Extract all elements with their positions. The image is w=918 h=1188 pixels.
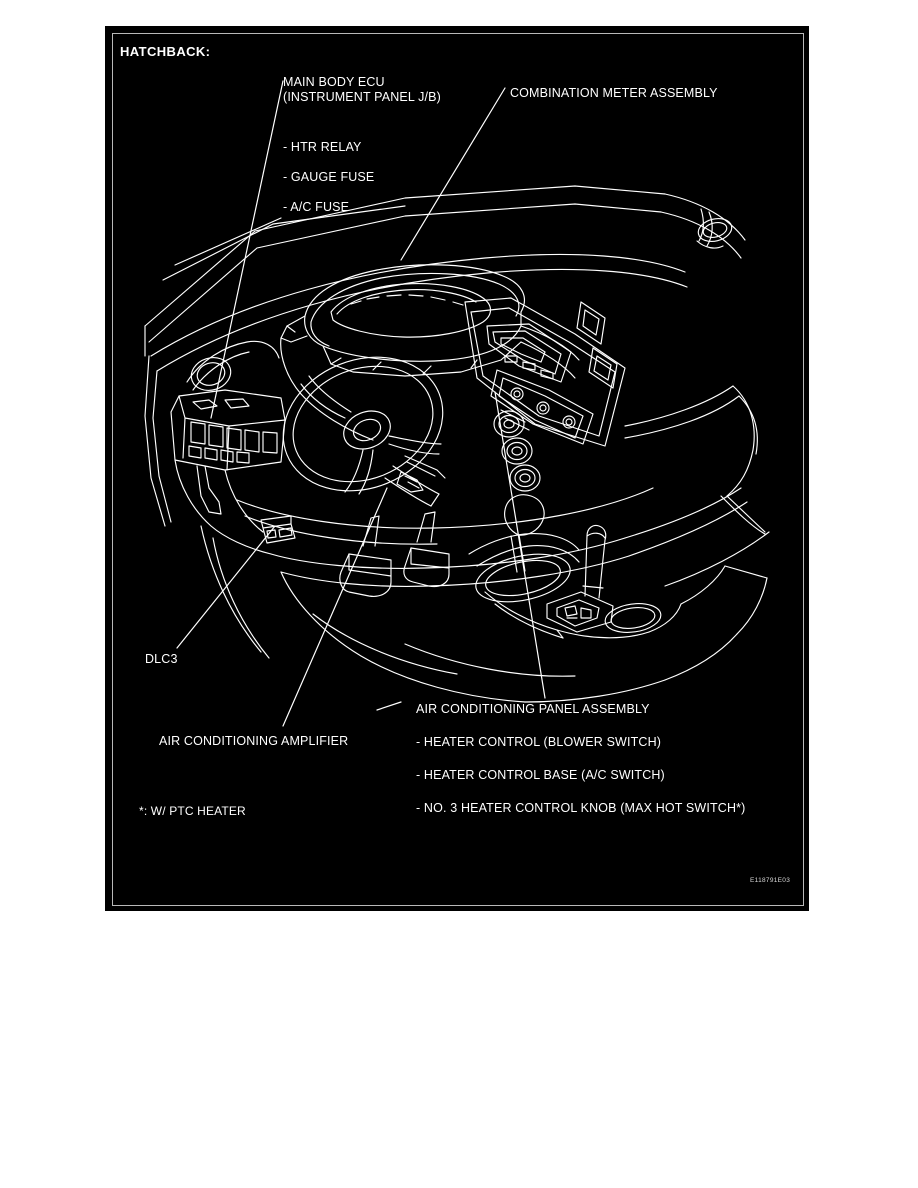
leader-main-body-ecu (210, 80, 284, 419)
callout-leader-lines (176, 80, 546, 727)
diagram-id-code: E118791E03 (750, 877, 791, 884)
callout-ac-panel-item-blower-switch: - HEATER CONTROL (BLOWER SWITCH) (416, 735, 662, 749)
callout-main-body-ecu: MAIN BODY ECU (INSTRUMENT PANEL J/B) (283, 75, 441, 105)
leader-ac-panel (494, 391, 546, 699)
callout-item-gauge-fuse: - GAUGE FUSE (283, 170, 375, 184)
callout-dlc3: DLC3 (145, 652, 178, 666)
callout-ac-panel-item-ac-switch: - HEATER CONTROL BASE (A/C SWITCH) (416, 768, 665, 782)
figure-title: HATCHBACK: (120, 44, 210, 59)
callout-main-body-ecu-line1: MAIN BODY ECU (283, 75, 385, 89)
leader-combination-meter (400, 87, 506, 261)
leader-dlc3 (176, 525, 276, 649)
figure-title-text: HATCHBACK: (120, 44, 211, 59)
leader-ac-panel-tick (376, 701, 402, 711)
technical-illustration-panel: HATCHBACK: MAIN BODY ECU (INSTRUMENT PAN… (105, 26, 809, 911)
callout-combination-meter: COMBINATION METER ASSEMBLY (510, 86, 718, 100)
callout-item-ac-fuse: - A/C FUSE (283, 200, 350, 214)
illustration-canvas: HATCHBACK: MAIN BODY ECU (INSTRUMENT PAN… (105, 26, 809, 911)
callout-ac-amplifier: AIR CONDITIONING AMPLIFIER (159, 734, 349, 748)
callout-main-body-ecu-line2: (INSTRUMENT PANEL J/B) (283, 90, 441, 104)
callout-footnote: *: W/ PTC HEATER (139, 804, 246, 818)
callout-ac-panel-heading: AIR CONDITIONING PANEL ASSEMBLY (416, 702, 650, 716)
callout-ac-panel-item-max-hot-switch: - NO. 3 HEATER CONTROL KNOB (MAX HOT SWI… (416, 801, 746, 815)
leader-ac-amplifier (282, 487, 388, 727)
callout-main-body-ecu-items: - HTR RELAY - GAUGE FUSE - A/C FUSE (283, 140, 374, 215)
callout-ac-panel: AIR CONDITIONING PANEL ASSEMBLY - HEATER… (416, 702, 745, 816)
callout-item-htr-relay: - HTR RELAY (283, 140, 362, 154)
dashboard-line-art (144, 185, 770, 703)
